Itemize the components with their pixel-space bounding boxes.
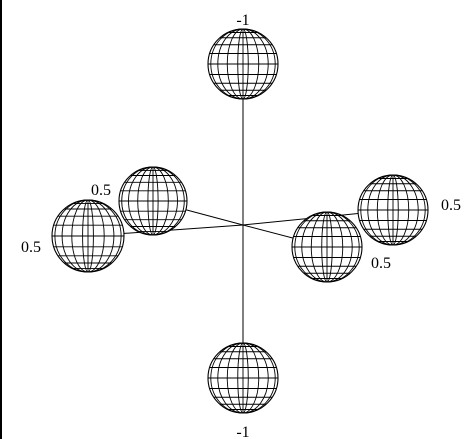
label-far-left: 0.5 [21,239,41,256]
spheres [51,28,429,414]
sphere-far-left [51,199,125,273]
sphere-top [207,28,279,100]
sphere-bottom [207,342,279,414]
label-lower-right: 0.5 [371,255,391,272]
left-border [0,0,2,439]
sphere-lower-right [291,211,363,283]
labels: -1 -1 0.5 0.5 0.5 0.5 [21,12,461,439]
label-upper-left: 0.5 [91,182,111,199]
sphere-upper-left [118,166,188,236]
label-top: -1 [236,12,249,29]
sphere-right [357,174,429,246]
label-bottom: -1 [236,424,249,439]
label-right: 0.5 [441,197,461,214]
